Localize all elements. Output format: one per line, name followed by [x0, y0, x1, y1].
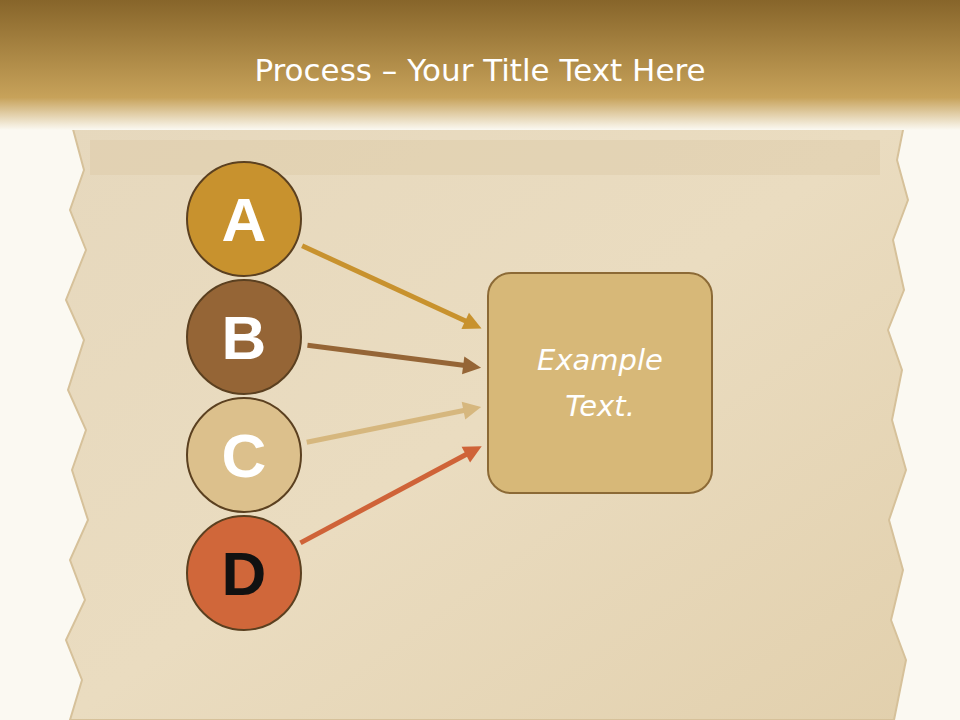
step-letter: A	[222, 184, 267, 255]
step-circle: B	[186, 279, 302, 395]
slide-title: Process – Your Title Text Here	[0, 52, 960, 88]
arrow-connector	[307, 402, 481, 443]
parchment-shade	[90, 140, 880, 175]
parchment	[66, 114, 908, 720]
step-letter: B	[222, 302, 267, 373]
step-circle: A	[186, 161, 302, 277]
text-group: D	[222, 538, 267, 609]
text-group: Example Text.	[525, 337, 675, 430]
step-letter: D	[222, 538, 267, 609]
result-box: Example Text.	[487, 272, 713, 494]
step-letter: C	[222, 420, 267, 491]
text-group: A	[222, 184, 267, 255]
arrow-connector	[307, 345, 481, 374]
arrow-connector	[302, 246, 481, 329]
text-group: B	[222, 302, 267, 373]
box-text: Example Text.	[525, 337, 675, 430]
step-circle: C	[186, 397, 302, 513]
text-group: C	[222, 420, 267, 491]
arrow-connector	[300, 446, 481, 543]
step-circle: D	[186, 515, 302, 631]
header-band	[0, 0, 960, 130]
